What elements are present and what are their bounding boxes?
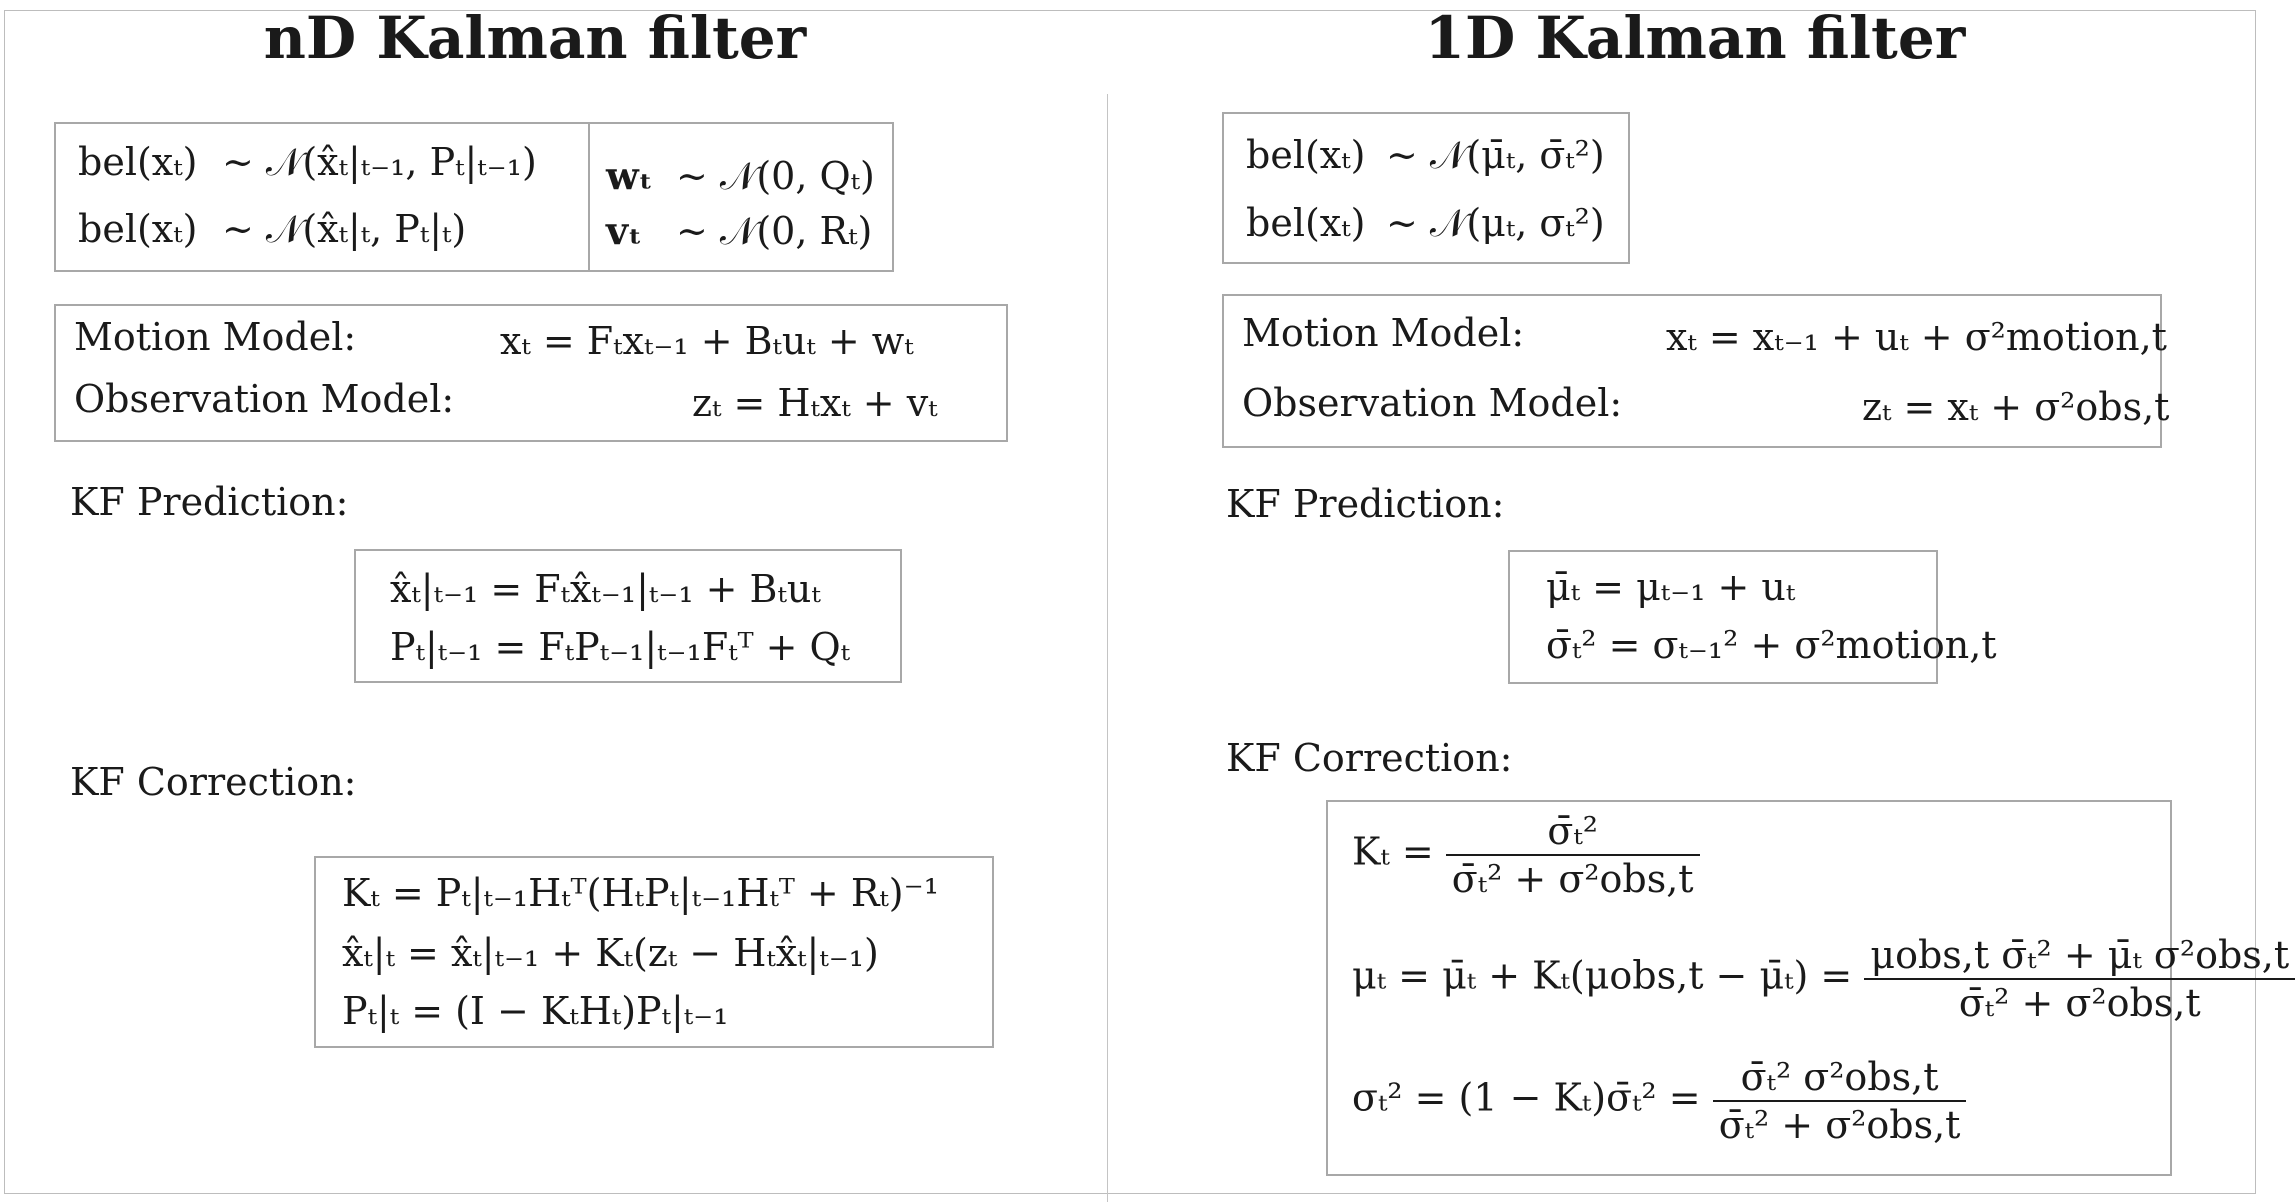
oned-variance-eq: σₜ² = (1 − Kₜ)σ̄ₜ² = σ̄ₜ² σ²obs,t σ̄ₜ² +… (1352, 1058, 1967, 1147)
nd-prediction-label: KF Prediction: (70, 480, 349, 524)
nd-belief-post-rhs: ∼ 𝒩(x̂ₜ|ₜ, Pₜ|ₜ) (222, 207, 467, 251)
nd-title: nD Kalman filter (263, 4, 807, 72)
oned-belief-post-lhs: bel(xₜ) (1246, 201, 1366, 245)
oned-variance-numerator: σ̄ₜ² σ²obs,t (1712, 1058, 1967, 1102)
figure-frame (4, 10, 2256, 1194)
oned-prediction-eq1: μ̄ₜ = μₜ₋₁ + uₜ (1546, 565, 1796, 609)
nd-belief-post-lhs: bel(xₜ) (78, 207, 198, 251)
oned-belief-prior-lhs: bel(xₜ) (1246, 133, 1366, 177)
oned-mean-lhs: μₜ = μ̄ₜ + Kₜ(μobs,t − μ̄ₜ) = (1352, 953, 1853, 998)
oned-title: 1D Kalman filter (1424, 4, 1966, 72)
nd-noise-v-rhs: ∼ 𝒩(0, Rₜ) (676, 209, 873, 253)
nd-correction-eq1: Kₜ = Pₜ|ₜ₋₁Hₜᵀ(HₜPₜ|ₜ₋₁Hₜᵀ + Rₜ)⁻¹ (342, 871, 939, 915)
nd-motion-eq: xₜ = Fₜxₜ₋₁ + Bₜuₜ + wₜ (500, 319, 914, 363)
nd-noise-w-lhs: wₜ (606, 153, 653, 198)
column-divider (1107, 94, 1108, 1202)
nd-prediction-eq2: Pₜ|ₜ₋₁ = FₜPₜ₋₁|ₜ₋₁Fₜᵀ + Qₜ (390, 625, 851, 669)
nd-motion-label: Motion Model: (74, 315, 357, 359)
nd-correction-box (314, 856, 994, 1048)
nd-noise-w-rhs: ∼ 𝒩(0, Qₜ) (676, 154, 875, 198)
oned-prediction-eq2: σ̄ₜ² = σₜ₋₁² + σ²motion,t (1546, 623, 1997, 667)
oned-obs-label: Observation Model: (1242, 381, 1623, 425)
oned-belief-post-rhs: ∼ 𝒩(μₜ, σₜ²) (1386, 201, 1605, 245)
oned-gain-fraction: σ̄ₜ² σ̄ₜ² + σ²obs,t (1445, 812, 1700, 901)
nd-correction-label: KF Correction: (70, 760, 357, 804)
oned-models-box (1222, 294, 2162, 448)
oned-mean-fraction: μobs,t σ̄ₜ² + μ̄ₜ σ²obs,t σ̄ₜ² + σ²obs,t (1864, 936, 2295, 1022)
oned-mean-denominator: σ̄ₜ² + σ²obs,t (1958, 981, 2201, 1025)
oned-correction-label: KF Correction: (1226, 736, 1513, 780)
nd-correction-eq3: Pₜ|ₜ = (I − KₜHₜ)Pₜ|ₜ₋₁ (342, 989, 729, 1033)
nd-prediction-eq1: x̂ₜ|ₜ₋₁ = Fₜx̂ₜ₋₁|ₜ₋₁ + Bₜuₜ (390, 567, 821, 611)
oned-variance-fraction: σ̄ₜ² σ²obs,t σ̄ₜ² + σ²obs,t (1712, 1058, 1967, 1147)
oned-variance-denominator: σ̄ₜ² + σ²obs,t (1718, 1103, 1961, 1147)
nd-obs-eq: zₜ = Hₜxₜ + vₜ (692, 381, 938, 425)
oned-gain-lhs: Kₜ = (1352, 829, 1434, 874)
oned-obs-eq: zₜ = xₜ + σ²obs,t (1862, 385, 2170, 429)
nd-belief-prior-lhs: bel(xₜ) (78, 140, 198, 184)
oned-prediction-box (1508, 550, 1938, 684)
oned-mean-numerator: μobs,t σ̄ₜ² + μ̄ₜ σ²obs,t (1864, 936, 2295, 980)
oned-motion-eq: xₜ = xₜ₋₁ + uₜ + σ²motion,t (1666, 315, 2167, 359)
nd-correction-eq2: x̂ₜ|ₜ = x̂ₜ|ₜ₋₁ + Kₜ(zₜ − Hₜx̂ₜ|ₜ₋₁) (342, 931, 879, 975)
oned-prediction-label: KF Prediction: (1226, 482, 1505, 526)
nd-models-box (54, 304, 1008, 442)
nd-prediction-box (354, 549, 902, 683)
oned-correction-box (1326, 800, 2172, 1176)
oned-variance-lhs: σₜ² = (1 − Kₜ)σ̄ₜ² = (1352, 1075, 1701, 1120)
nd-belief-prior-rhs: ∼ 𝒩(x̂ₜ|ₜ₋₁, Pₜ|ₜ₋₁) (222, 140, 537, 184)
nd-noise-v-lhs: vₜ (606, 208, 643, 253)
oned-mean-eq: μₜ = μ̄ₜ + Kₜ(μobs,t − μ̄ₜ) = μobs,t σ̄ₜ… (1352, 936, 2295, 1022)
oned-belief-box (1222, 112, 1630, 264)
oned-gain-numerator: σ̄ₜ² (1445, 812, 1700, 856)
nd-noise-box (588, 122, 894, 272)
oned-gain-eq: Kₜ = σ̄ₜ² σ̄ₜ² + σ²obs,t (1352, 812, 1700, 898)
oned-motion-label: Motion Model: (1242, 311, 1525, 355)
nd-obs-label: Observation Model: (74, 377, 455, 421)
oned-belief-prior-rhs: ∼ 𝒩(μ̄ₜ, σ̄ₜ²) (1386, 133, 1605, 177)
oned-gain-denominator: σ̄ₜ² + σ²obs,t (1451, 857, 1694, 901)
